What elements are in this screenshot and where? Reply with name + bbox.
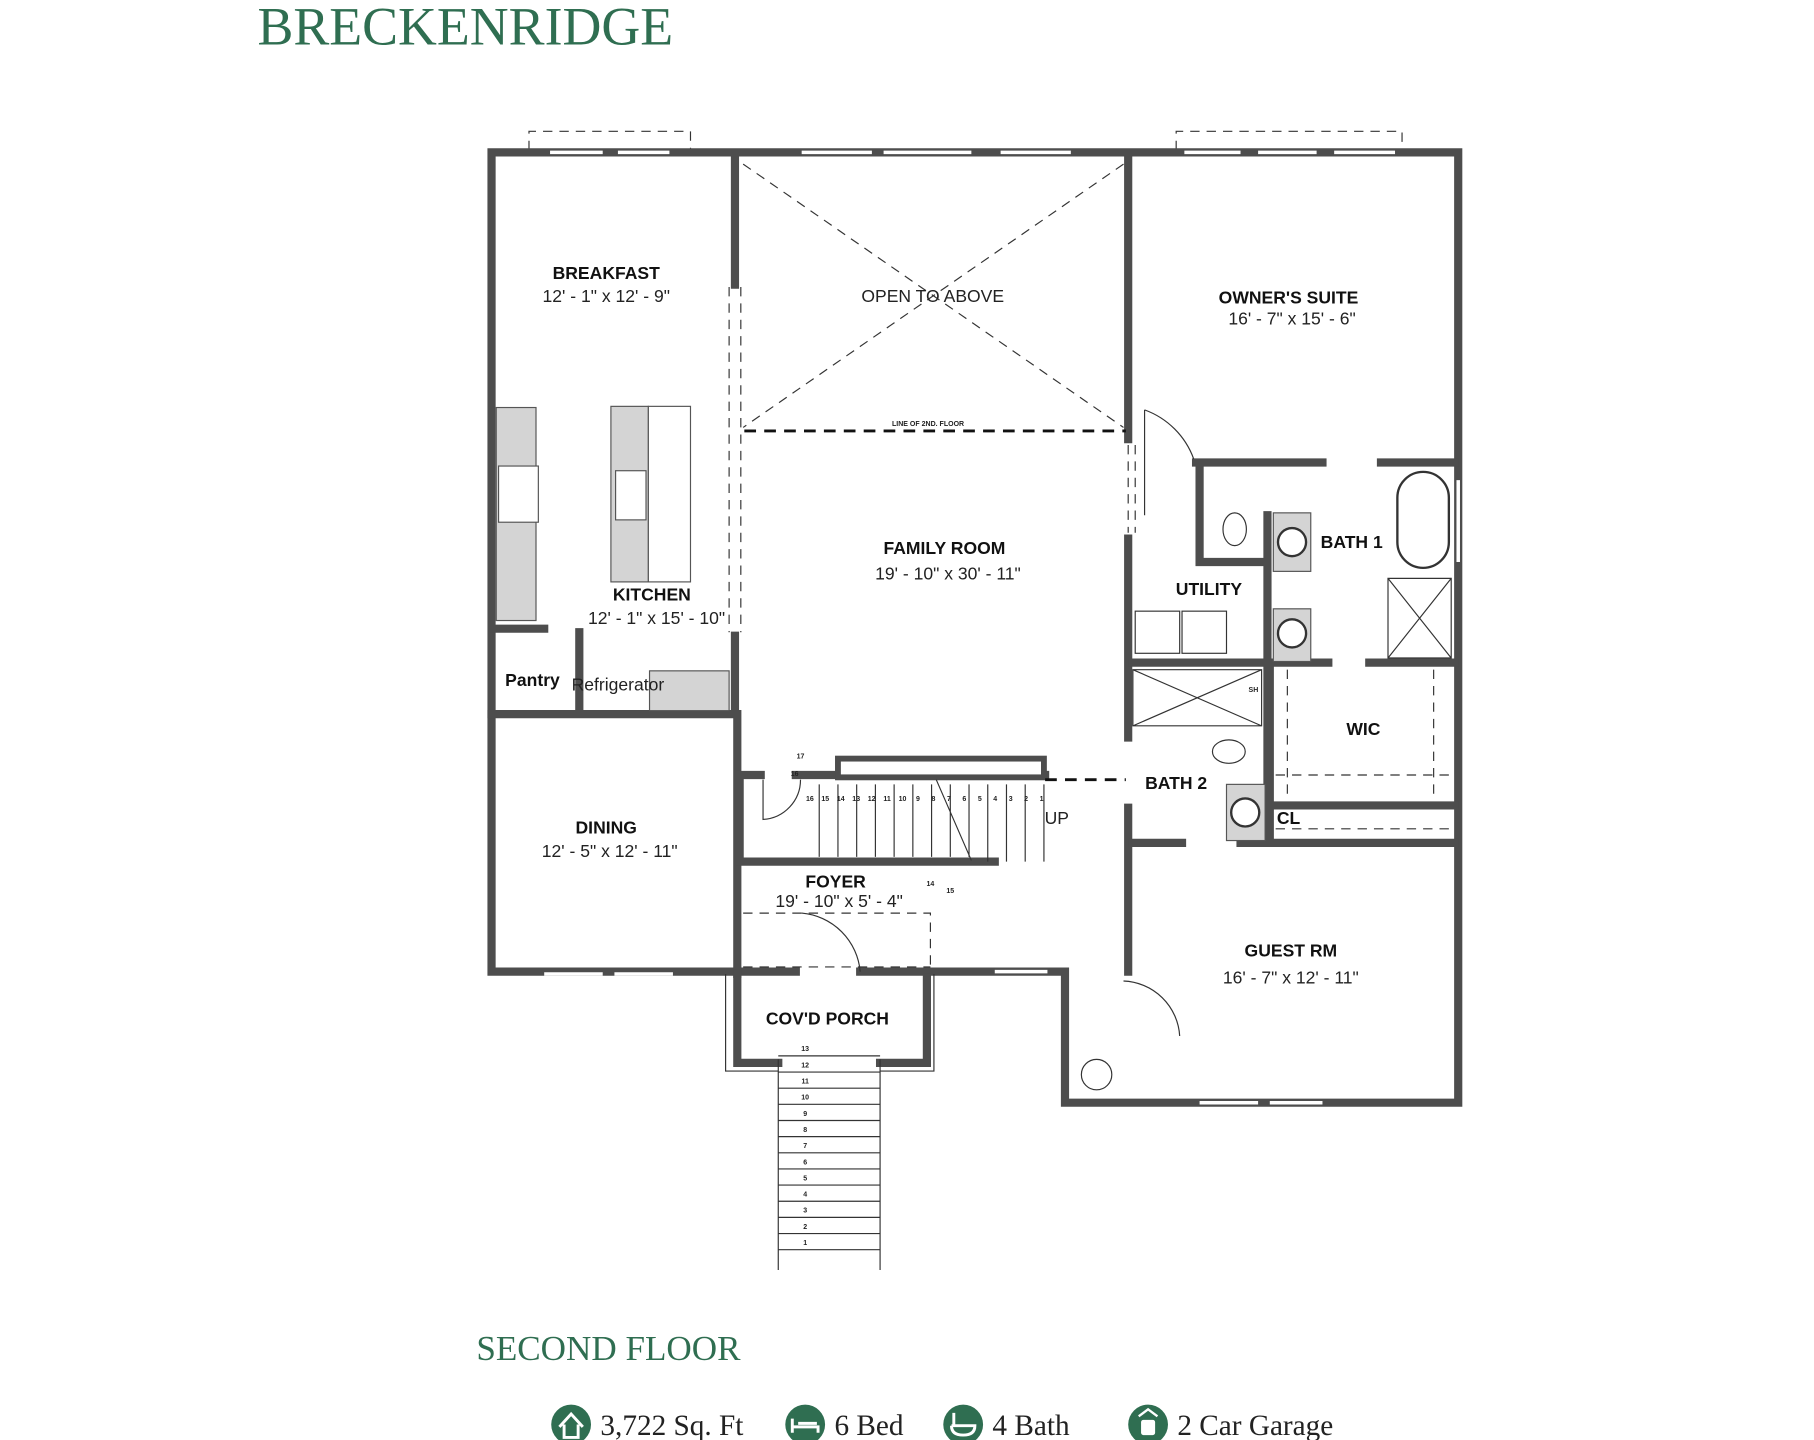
porch-step-number: 13 bbox=[801, 1046, 809, 1053]
page-title: BRECKENRIDGE bbox=[257, 0, 673, 57]
room-utility: UTILITY bbox=[1176, 579, 1243, 599]
porch-step-number: 7 bbox=[803, 1143, 807, 1150]
stair-step-number: 16 bbox=[791, 771, 799, 778]
stair-step-number: 14 bbox=[927, 881, 935, 888]
stair-step-number: 13 bbox=[852, 796, 860, 803]
room-labels: BREAKFAST 12' - 1" x 12' - 9" OPEN TO AB… bbox=[505, 263, 1383, 1028]
room-kitchen: KITCHEN bbox=[613, 585, 691, 605]
stair-step-number: 4 bbox=[993, 796, 997, 803]
porch-step-number: 12 bbox=[801, 1062, 809, 1069]
room-porch: COV'D PORCH bbox=[766, 1008, 889, 1028]
porch-step-number: 1 bbox=[803, 1240, 807, 1247]
porch-step-number: 5 bbox=[803, 1175, 807, 1182]
stair-step-number: 12 bbox=[868, 796, 876, 803]
room-kitchen-dims: 12' - 1" x 15' - 10" bbox=[588, 608, 725, 628]
stair-step-number: 8 bbox=[931, 796, 935, 803]
stat-bed-label: 6 Bed bbox=[834, 1410, 903, 1440]
porch-steps bbox=[777, 1059, 881, 1271]
sh-label: SH bbox=[1249, 687, 1259, 694]
porch-step-number: 6 bbox=[803, 1159, 807, 1166]
stair-step-number: 9 bbox=[916, 796, 920, 803]
stair-step-number: 15 bbox=[946, 888, 954, 895]
stair-step-number: 7 bbox=[947, 796, 951, 803]
stair-step-number: 3 bbox=[1009, 796, 1013, 803]
room-breakfast: BREAKFAST bbox=[553, 263, 661, 283]
porch-step-number: 4 bbox=[803, 1192, 807, 1199]
floor-plan bbox=[487, 130, 1463, 1271]
porch-step-number: 10 bbox=[801, 1095, 809, 1102]
stair-step-number: 1 bbox=[1040, 796, 1044, 803]
room-guest: GUEST RM bbox=[1245, 940, 1338, 960]
room-owners-suite-dims: 16' - 7" x 15' - 6" bbox=[1228, 308, 1355, 328]
porch-step-number: 8 bbox=[803, 1127, 807, 1134]
refrigerator-label: Refrigerator bbox=[572, 675, 665, 695]
room-cl: CL bbox=[1277, 808, 1301, 828]
line-2nd-floor-label: LINE OF 2ND. FLOOR bbox=[892, 421, 964, 428]
stair-step-number: 15 bbox=[821, 796, 829, 803]
room-family-dims: 19' - 10" x 30' - 11" bbox=[875, 564, 1021, 584]
stat-bath-label: 4 Bath bbox=[992, 1410, 1070, 1440]
stair-step-number: 16 bbox=[806, 796, 814, 803]
room-bath1: BATH 1 bbox=[1321, 532, 1383, 552]
stair-step-number: 11 bbox=[883, 796, 891, 803]
porch-step-number: 9 bbox=[803, 1111, 807, 1118]
up-label: UP bbox=[1045, 808, 1069, 828]
porch-step-number: 11 bbox=[801, 1079, 809, 1086]
room-dining: DINING bbox=[576, 818, 637, 838]
stair-step-number: 10 bbox=[899, 796, 907, 803]
stair-step-number: 17 bbox=[797, 754, 805, 761]
stats-bar: 3,722 Sq. Ft 6 Bed 4 Bath 2 Car Garage bbox=[551, 1404, 1333, 1440]
room-guest-dims: 16' - 7" x 12' - 11" bbox=[1223, 967, 1359, 987]
floor-label: SECOND FLOOR bbox=[476, 1329, 741, 1368]
room-owners-suite: OWNER'S SUITE bbox=[1219, 287, 1359, 307]
stat-garage: 2 Car Garage bbox=[1128, 1404, 1333, 1440]
room-bath2: BATH 2 bbox=[1145, 773, 1207, 793]
stat-sqft: 3,722 Sq. Ft bbox=[551, 1404, 743, 1440]
room-pantry: Pantry bbox=[505, 670, 560, 690]
room-foyer: FOYER bbox=[805, 871, 866, 891]
stat-bed: 6 Bed bbox=[785, 1404, 904, 1440]
stat-garage-label: 2 Car Garage bbox=[1177, 1410, 1333, 1440]
stair-step-number: 2 bbox=[1024, 796, 1028, 803]
room-foyer-dims: 19' - 10" x 5' - 4" bbox=[775, 891, 902, 911]
stat-bath: 4 Bath bbox=[943, 1404, 1070, 1440]
stair-step-number: 6 bbox=[962, 796, 966, 803]
open-to-above-label: OPEN TO ABOVE bbox=[861, 286, 1004, 306]
room-family: FAMILY ROOM bbox=[884, 538, 1006, 558]
room-wic: WIC bbox=[1346, 719, 1380, 739]
house-icon bbox=[551, 1404, 592, 1440]
porch-step-number: 3 bbox=[803, 1208, 807, 1215]
room-breakfast-dims: 12' - 1" x 12' - 9" bbox=[543, 286, 670, 306]
porch-step-number: 2 bbox=[803, 1224, 807, 1231]
stair-step-number: 5 bbox=[978, 796, 982, 803]
stair-step-number: 14 bbox=[837, 796, 845, 803]
stat-sqft-label: 3,722 Sq. Ft bbox=[600, 1410, 743, 1440]
room-dining-dims: 12' - 5" x 12' - 11" bbox=[542, 841, 678, 861]
